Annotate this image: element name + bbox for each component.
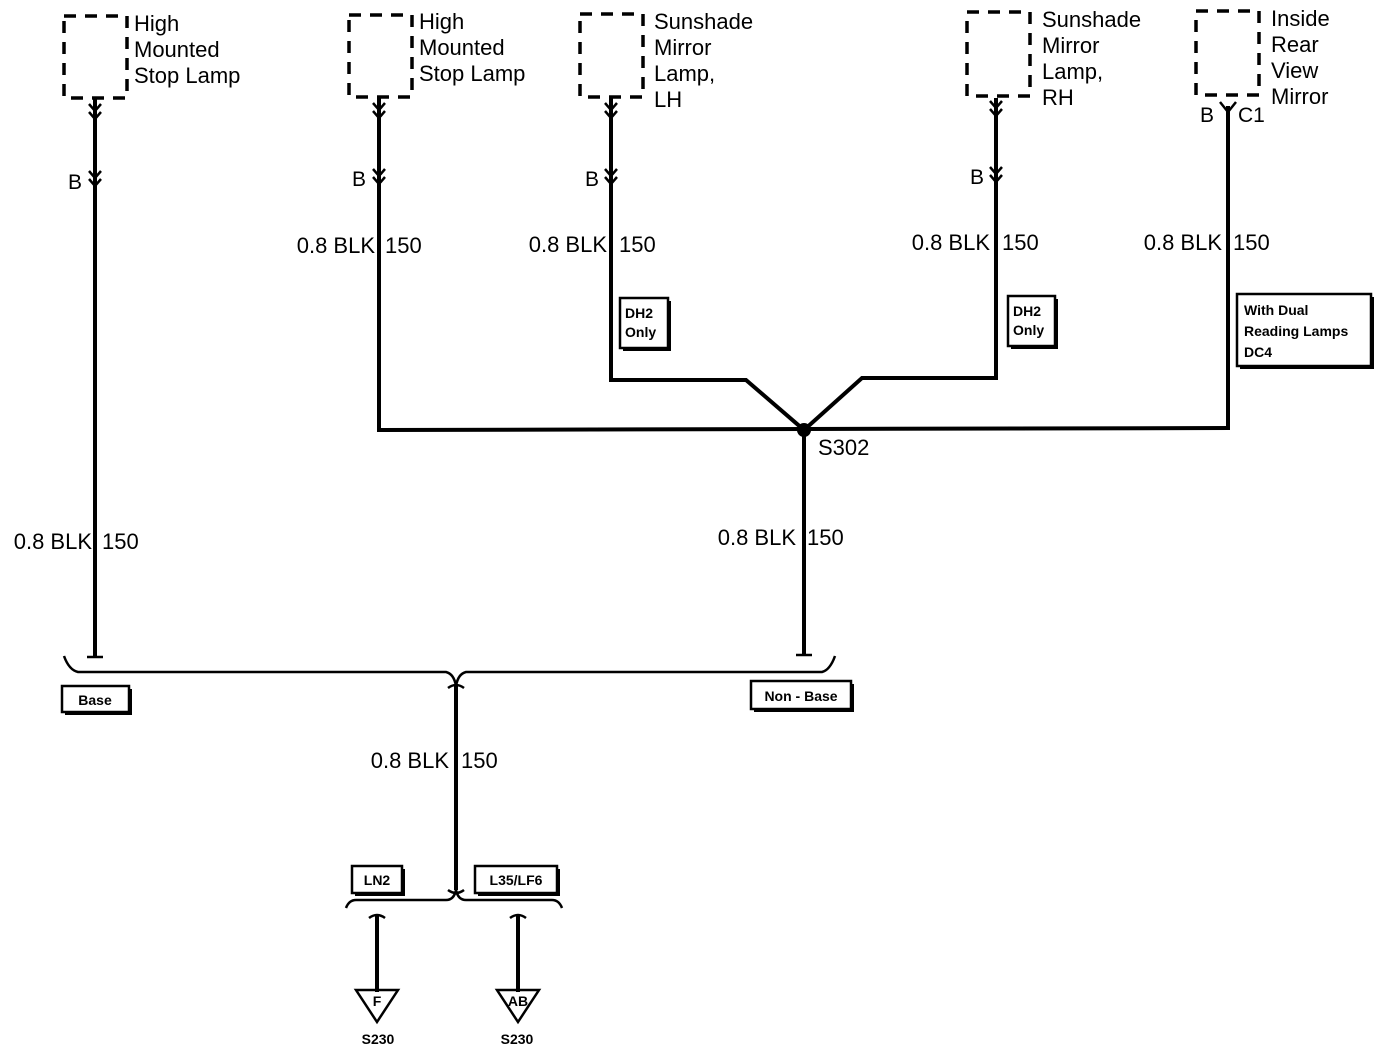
wire-label-w2-circuit: 150	[385, 233, 422, 258]
component-label-hmsl-1: High Mounted Stop Lamp	[134, 11, 240, 88]
option-bracket-top	[62, 655, 837, 687]
wire-label-w3-sizecolor: 0.8 BLK	[529, 232, 608, 257]
svg-text:S230: S230	[501, 1031, 534, 1047]
pin-label-hmsl-2: B	[352, 168, 366, 191]
svg-text:Base: Base	[78, 692, 112, 708]
wire-label-w7-sizecolor: 0.8 BLK	[371, 748, 450, 773]
component-label-inside-rear: Inside Rear View Mirror	[1271, 6, 1336, 109]
component-label-hmsl-2: High Mounted Stop Lamp	[419, 9, 525, 86]
connector-chevrons	[88, 100, 1237, 188]
pin-label-sunshade-rh: B	[970, 166, 984, 189]
component-box-sunshade-lh	[578, 12, 645, 99]
pin-label-hmsl-1: B	[68, 171, 82, 194]
svg-text:F: F	[373, 993, 382, 1009]
connector-label-c1: C1	[1238, 104, 1265, 127]
wire-label-w5-circuit: 150	[1233, 230, 1270, 255]
wire-label-w4-circuit: 150	[1002, 230, 1039, 255]
pin-label-sunshade-lh: B	[585, 168, 599, 191]
component-label-sunshade-lh: Sunshade Mirror Lamp, LH	[654, 9, 759, 112]
wire-label-w2-sizecolor: 0.8 BLK	[297, 233, 376, 258]
svg-text:L35/LF6: L35/LF6	[490, 872, 543, 888]
wire-label-w6-sizecolor: 0.8 BLK	[718, 525, 797, 550]
svg-text:S230: S230	[362, 1031, 395, 1047]
option-bracket-bottom	[344, 889, 564, 909]
ground-ref-f: F S230	[353, 988, 401, 1047]
component-box-hmsl-2	[347, 13, 414, 99]
option-ln2: LN2	[350, 864, 405, 896]
wire-label-w7-circuit: 150	[461, 748, 498, 773]
option-l35: L35/LF6	[473, 864, 560, 896]
wire-label-w3-circuit: 150	[619, 232, 656, 257]
svg-text:Non - Base: Non - Base	[764, 688, 837, 704]
component-box-inside-rear	[1194, 9, 1261, 97]
component-label-sunshade-rh: Sunshade Mirror Lamp, RH	[1042, 7, 1147, 110]
svg-text:AB: AB	[508, 993, 528, 1009]
wire-label-w4-sizecolor: 0.8 BLK	[912, 230, 991, 255]
wire-label-w5-sizecolor: 0.8 BLK	[1144, 230, 1223, 255]
splice-label: S302	[818, 435, 869, 460]
wire-label-w1-circuit: 150	[102, 529, 139, 554]
option-non-base: Non - Base	[749, 679, 854, 712]
option-base: Base	[60, 684, 132, 715]
ground-ref-ab: AB S230	[494, 988, 542, 1047]
splice-s302	[797, 423, 811, 437]
component-box-hmsl-1	[62, 14, 129, 100]
wires	[93, 98, 1231, 992]
component-box-sunshade-rh	[965, 10, 1032, 98]
wire-label-w6-circuit: 150	[807, 525, 844, 550]
wire-label-w1-sizecolor: 0.8 BLK	[14, 529, 93, 554]
wire-ends	[87, 653, 812, 920]
svg-text:LN2: LN2	[364, 872, 391, 888]
pin-label-inside-rear: B	[1200, 104, 1214, 127]
